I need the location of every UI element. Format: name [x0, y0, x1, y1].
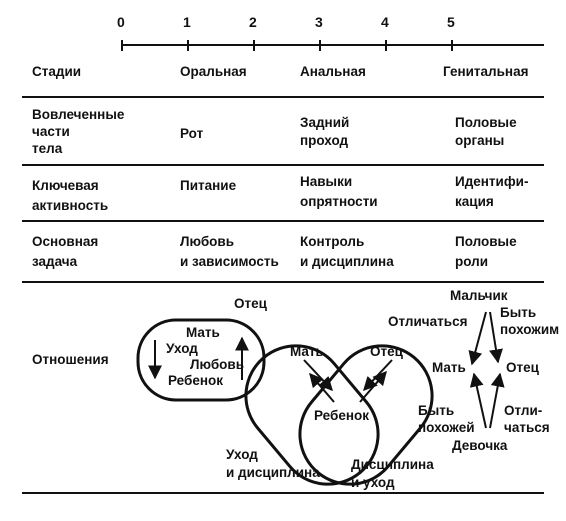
genital-boy-label: Мальчик	[450, 288, 508, 303]
tick-label-0: 0	[117, 14, 125, 30]
anal-discipline-care-label: Дисциплина и уход	[351, 457, 434, 490]
anal-child-to-father-arrow	[359, 370, 387, 403]
genital-boy-to-mother-arrow	[468, 311, 487, 366]
genital-boy-to-father-arrow	[489, 311, 503, 364]
anal-father-label: Отец	[370, 344, 403, 359]
oral-father-label: Отец	[234, 296, 267, 311]
anal-care-discipline-label: Уход и дисциплина	[226, 447, 320, 480]
anal-mother-label: Мать	[290, 344, 324, 359]
body-part-genital: Половые органы	[455, 115, 517, 148]
activity-anal: Навыки опрятности	[300, 174, 378, 209]
stage-oral: Оральная	[180, 64, 247, 79]
genital-be-like-bottom-label: Быть похожей	[418, 403, 475, 435]
stage-genital: Генитальная	[443, 64, 529, 79]
tick-label-5: 5	[447, 14, 455, 30]
row-label-relationships: Отношения	[32, 352, 109, 367]
row-divider	[22, 281, 544, 283]
genital-girl-to-father-arrow	[489, 372, 505, 429]
oral-love-label: Любовь	[190, 357, 245, 372]
row-label-key-activity: Ключевая активность	[32, 178, 109, 213]
row-label-stages: Стадии	[32, 64, 82, 79]
task-genital: Половые роли	[455, 234, 517, 269]
oral-mother-label: Мать	[186, 325, 220, 340]
tick-label-4: 4	[381, 14, 389, 30]
activity-genital: Идентифи- кация	[455, 174, 529, 209]
genital-be-like-top-label: Быть похожим	[500, 305, 560, 337]
row-label-body-parts: Вовлеченные части тела	[32, 107, 125, 156]
tick-label-1: 1	[183, 14, 191, 30]
anal-father-to-child-arrow	[363, 359, 393, 392]
task-anal: Контроль и дисциплина	[300, 234, 394, 269]
oral-child-label: Ребенок	[168, 373, 224, 388]
table-bottom-rule	[22, 492, 544, 494]
body-part-anal: Задний проход	[300, 115, 350, 148]
genital-father-label: Отец	[506, 360, 539, 375]
body-part-oral: Рот	[180, 126, 204, 141]
task-oral: Любовь и зависимость	[180, 234, 279, 269]
row-divider	[22, 96, 544, 98]
anal-child-label: Ребенок	[314, 408, 370, 423]
genital-girl-to-mother-arrow	[469, 372, 487, 429]
row-label-main-task: Основная задача	[32, 234, 99, 269]
anal-differ-label: Отличаться	[388, 314, 468, 329]
tick-label-3: 3	[315, 14, 323, 30]
anal-mother-oval	[244, 344, 380, 486]
row-divider	[22, 164, 544, 166]
oral-relationship-box	[136, 318, 266, 402]
genital-differ-bottom-label: Отли- чаться	[504, 403, 550, 435]
anal-child-to-mother-arrow	[309, 372, 335, 403]
activity-oral: Питание	[180, 178, 237, 193]
row-divider	[22, 220, 544, 222]
stage-anal: Анальная	[300, 64, 366, 79]
oral-care-label: Уход	[166, 341, 198, 356]
genital-girl-label: Девочка	[452, 438, 508, 453]
genital-mother-label: Мать	[432, 360, 466, 375]
tick-label-2: 2	[249, 14, 257, 30]
anal-mother-to-child-arrow	[303, 359, 333, 392]
